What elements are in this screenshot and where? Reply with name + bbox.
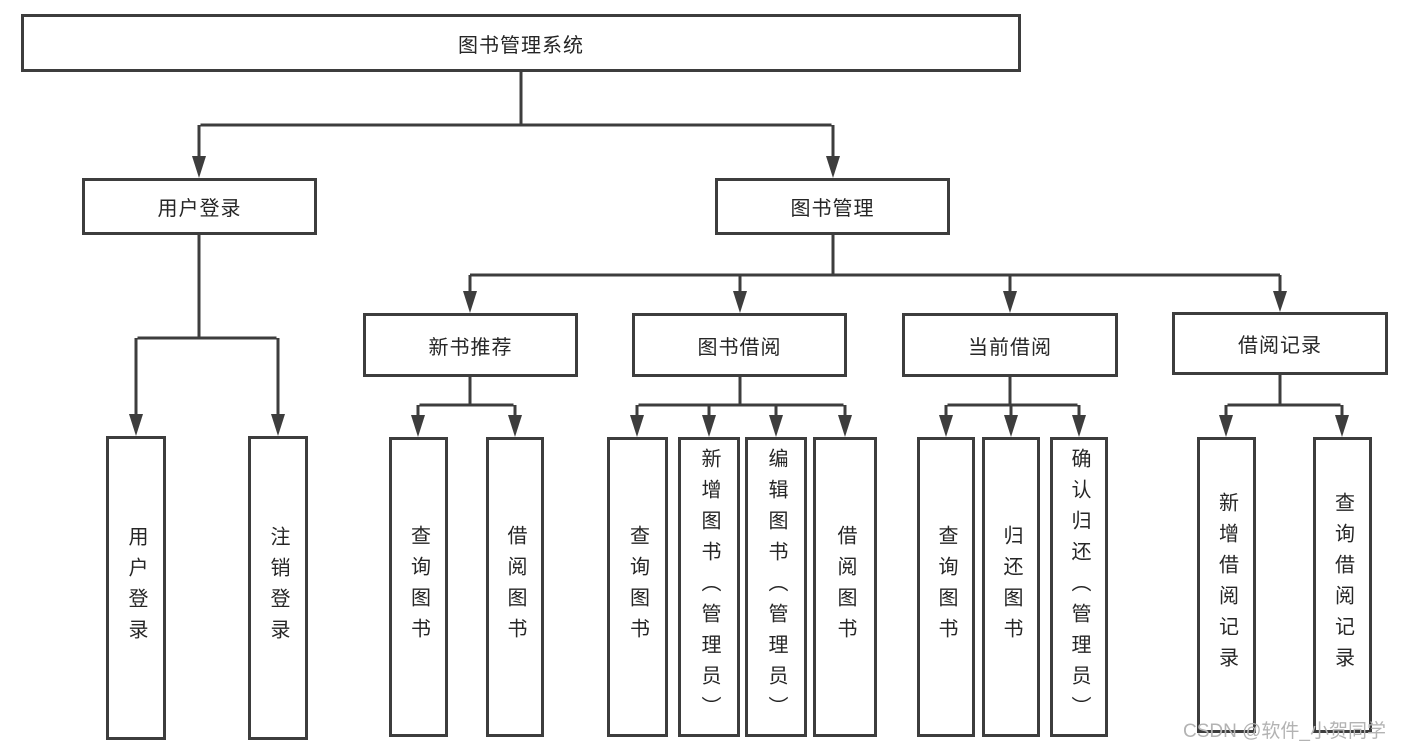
node-label: 新书推荐 (428, 336, 513, 359)
node-label: 编辑图书（管理员） (765, 447, 787, 727)
node-label: 注销登录 (267, 526, 289, 650)
node-borrow-record: 借阅记录 (1172, 312, 1388, 375)
node-label: 图书管理 (790, 198, 875, 220)
node-borrow-book: 借阅图书 (486, 437, 544, 737)
node-borrow-book: 借阅图书 (813, 437, 877, 737)
arrowheads (129, 156, 1349, 437)
node-user-login: 用户登录 (82, 178, 317, 235)
node-label: 查询图书 (407, 525, 430, 649)
node-label: 查询图书 (626, 525, 649, 649)
node-label: 借阅图书 (504, 525, 526, 649)
node-label: 图书管理系统 (458, 34, 584, 57)
node-label: 借阅图书 (834, 525, 856, 649)
node-label: 图书借阅 (697, 336, 782, 359)
node-logout-action: 注销登录 (248, 436, 308, 740)
node-query-book: 查询图书 (607, 437, 668, 737)
node-edit-book-admin: 编辑图书（管理员） (745, 437, 807, 737)
node-book-borrow: 图书借阅 (632, 313, 847, 377)
node-query-book: 查询图书 (917, 437, 975, 737)
node-query-borrow-record: 查询借阅记录 (1313, 437, 1372, 733)
node-add-borrow-record: 新增借阅记录 (1197, 437, 1256, 733)
node-label: 查询借阅记录 (1331, 492, 1354, 678)
node-login-action: 用户登录 (106, 436, 166, 740)
node-add-book-admin: 新增图书（管理员） (678, 437, 740, 737)
node-new-book-recommend: 新书推荐 (363, 313, 578, 377)
node-label: 新增借阅记录 (1215, 492, 1238, 678)
node-label: 归还图书 (1000, 525, 1022, 649)
node-label: 用户登录 (157, 198, 242, 220)
node-label: 确认归还（管理员） (1068, 447, 1090, 727)
node-return-book: 归还图书 (982, 437, 1040, 737)
node-label: 借阅记录 (1238, 335, 1322, 357)
csdn-watermark: CSDN @软件_小贺同学 (1183, 721, 1386, 742)
node-book-management: 图书管理 (715, 178, 950, 235)
node-label: 新增图书（管理员） (698, 447, 720, 727)
node-label: 查询图书 (935, 525, 957, 649)
node-query-book: 查询图书 (389, 437, 448, 737)
node-current-borrow: 当前借阅 (902, 313, 1118, 377)
node-library-system: 图书管理系统 (21, 14, 1021, 72)
node-label: 当前借阅 (968, 336, 1052, 359)
node-label: 用户登录 (125, 526, 147, 650)
node-confirm-return-admin: 确认归还（管理员） (1050, 437, 1108, 737)
